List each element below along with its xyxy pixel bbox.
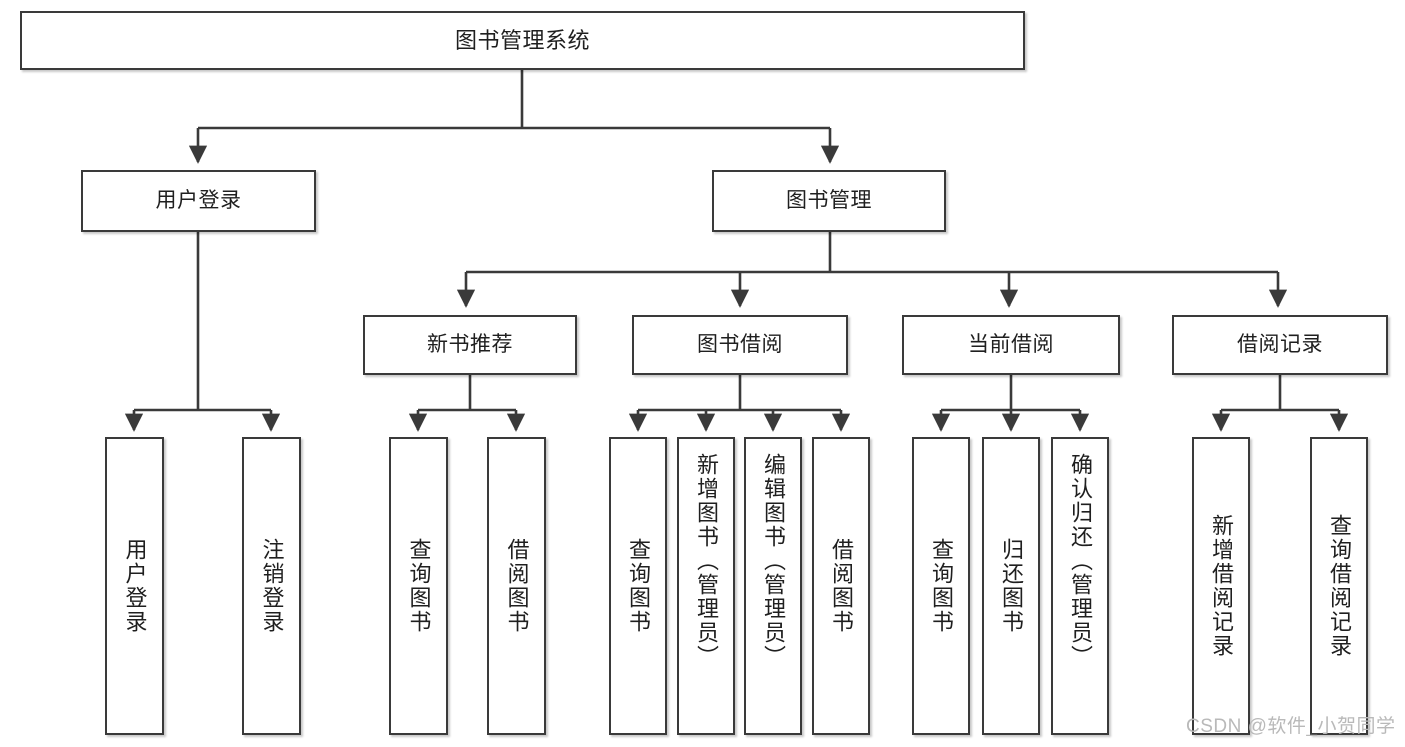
leaf-current-borrow-return[interactable]: 归还图书 bbox=[982, 437, 1040, 735]
leaf-new-book-borrow-label: 借阅图书 bbox=[504, 538, 530, 634]
leaf-borrow-record-add[interactable]: 新增借阅记录 bbox=[1192, 437, 1250, 735]
leaf-borrow-record-add-label: 新增借阅记录 bbox=[1209, 514, 1234, 658]
leaf-book-borrow-edit[interactable]: 编辑图书（管理员） bbox=[744, 437, 802, 735]
node-current-borrow-label: 当前借阅 bbox=[968, 332, 1054, 356]
leaf-book-borrow-edit-label: 编辑图书（管理员） bbox=[761, 453, 786, 669]
leaf-user-login-login-label: 用户登录 bbox=[122, 538, 148, 634]
node-book-borrow-label: 图书借阅 bbox=[697, 332, 783, 356]
watermark-text: CSDN @软件_小贺同学 bbox=[1186, 716, 1396, 737]
node-book-management[interactable]: 图书管理 bbox=[712, 170, 946, 232]
leaf-book-borrow-borrow[interactable]: 借阅图书 bbox=[812, 437, 870, 735]
node-book-management-label: 图书管理 bbox=[786, 188, 872, 212]
leaf-book-borrow-add-label: 新增图书（管理员） bbox=[694, 453, 719, 669]
node-borrow-record-label: 借阅记录 bbox=[1237, 332, 1323, 356]
node-new-book-recommend-label: 新书推荐 bbox=[427, 332, 513, 356]
leaf-current-borrow-confirm-label: 确认归还（管理员） bbox=[1068, 453, 1093, 669]
leaf-current-borrow-confirm[interactable]: 确认归还（管理员） bbox=[1051, 437, 1109, 735]
node-new-book-recommend[interactable]: 新书推荐 bbox=[363, 315, 577, 375]
leaf-book-borrow-query[interactable]: 查询图书 bbox=[609, 437, 667, 735]
leaf-borrow-record-query-label: 查询借阅记录 bbox=[1327, 514, 1352, 658]
node-borrow-record[interactable]: 借阅记录 bbox=[1172, 315, 1388, 375]
node-user-login-label: 用户登录 bbox=[155, 188, 242, 212]
leaf-current-borrow-query-label: 查询图书 bbox=[929, 538, 954, 634]
leaf-user-login-logout-label: 注销登录 bbox=[259, 538, 285, 634]
leaf-book-borrow-add[interactable]: 新增图书（管理员） bbox=[677, 437, 735, 735]
leaf-user-login-logout[interactable]: 注销登录 bbox=[242, 437, 301, 735]
leaf-borrow-record-query[interactable]: 查询借阅记录 bbox=[1310, 437, 1368, 735]
leaf-current-borrow-query[interactable]: 查询图书 bbox=[912, 437, 970, 735]
node-root-label: 图书管理系统 bbox=[454, 27, 590, 53]
leaf-new-book-borrow[interactable]: 借阅图书 bbox=[487, 437, 546, 735]
node-root[interactable]: 图书管理系统 bbox=[20, 11, 1025, 70]
leaf-book-borrow-borrow-label: 借阅图书 bbox=[829, 538, 854, 634]
leaf-user-login-login[interactable]: 用户登录 bbox=[105, 437, 164, 735]
node-book-borrow[interactable]: 图书借阅 bbox=[632, 315, 848, 375]
leaf-book-borrow-query-label: 查询图书 bbox=[626, 538, 651, 634]
leaf-new-book-query-label: 查询图书 bbox=[406, 538, 432, 634]
leaf-current-borrow-return-label: 归还图书 bbox=[999, 538, 1024, 634]
node-current-borrow[interactable]: 当前借阅 bbox=[902, 315, 1120, 375]
leaf-new-book-query[interactable]: 查询图书 bbox=[389, 437, 448, 735]
node-user-login[interactable]: 用户登录 bbox=[81, 170, 316, 232]
